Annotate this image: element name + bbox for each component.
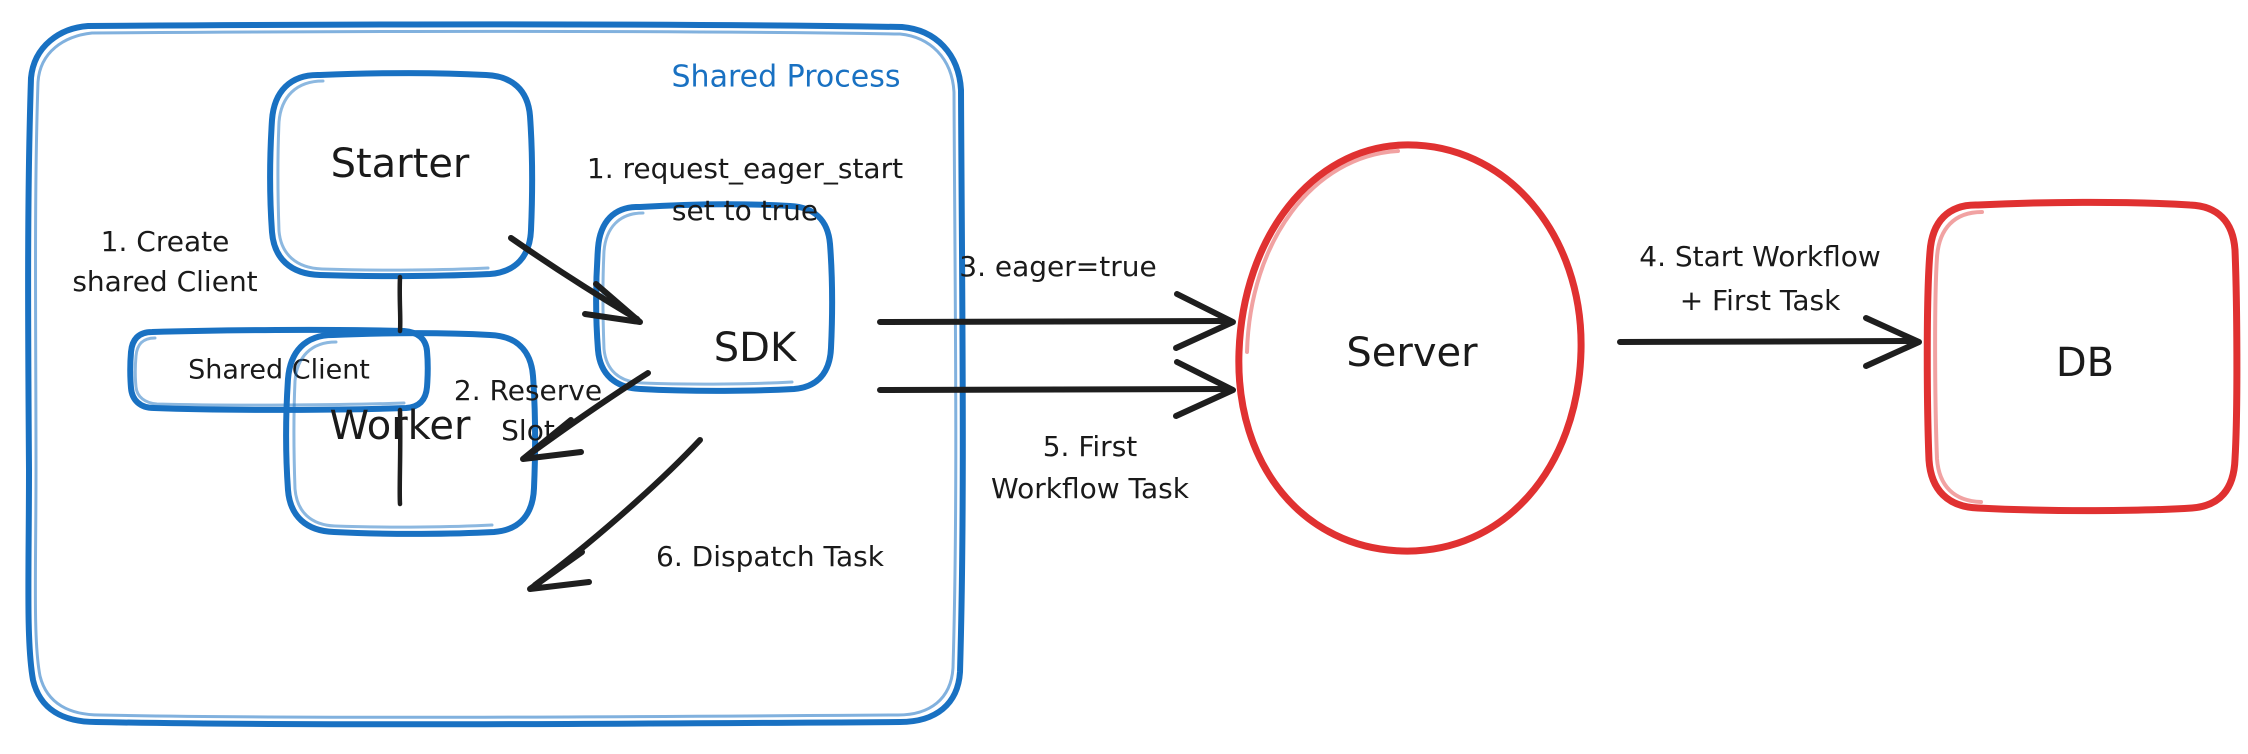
db-label: DB — [2056, 340, 2114, 386]
label-line-2: shared Client — [72, 265, 257, 298]
shared-process-group: Shared Process — [25, 21, 966, 728]
worker-shape — [283, 330, 539, 537]
shared-process-border — [25, 21, 966, 728]
label-line-1: 1. request_eager_start — [587, 152, 903, 185]
label-line-2: Workflow Task — [991, 472, 1190, 505]
db-shape-accent — [1933, 210, 1984, 504]
arrow-head — [1173, 359, 1236, 419]
label-line-1: 4. Start Workflow — [1639, 240, 1881, 273]
arrow-shaft — [877, 318, 1229, 325]
label-line-2: Slot — [501, 414, 555, 447]
node-server[interactable]: Server — [1235, 141, 1585, 555]
arrow-sdk-to-server-task — [877, 359, 1236, 419]
arrow-head — [1173, 291, 1236, 351]
label-request-eager-start: 1. request_eager_start set to true — [587, 152, 903, 227]
label-reserve-slot: 2. Reserve Slot — [454, 374, 602, 447]
sdk-label: SDK — [714, 325, 798, 371]
node-shared-client[interactable]: Shared Client — [127, 326, 431, 413]
arrow-sdk-to-worker-dispatch — [527, 437, 703, 592]
shared-client-shape-accent — [133, 336, 406, 407]
label-line-1: 1. Create — [101, 225, 230, 258]
label-start-workflow: 4. Start Workflow + First Task — [1639, 240, 1881, 317]
shared-process-border-inner — [33, 29, 958, 719]
db-shape — [1923, 198, 2241, 515]
worker-shape-accent — [292, 340, 494, 529]
connector-shared-client-to-worker — [397, 407, 403, 507]
arrow-sdk-to-worker-reserve — [520, 370, 651, 462]
arrow-head — [520, 417, 584, 462]
connector-starter-to-shared-client — [397, 274, 403, 334]
arrow-shaft — [877, 386, 1229, 393]
label-line-2: set to true — [672, 194, 818, 227]
starter-shape — [267, 70, 536, 280]
label-create-shared-client: 1. Create shared Client — [72, 225, 257, 298]
label-line-1: 2. Reserve — [454, 374, 602, 407]
sdk-shape-accent — [601, 211, 794, 386]
server-shape-accent — [1245, 149, 1400, 354]
arrow-shaft — [1617, 338, 1915, 345]
label-line-1: 3. eager=true — [959, 250, 1156, 283]
arrow-server-to-db — [1617, 315, 1922, 369]
label-line-1: 5. First — [1043, 430, 1138, 463]
label-dispatch-task: 6. Dispatch Task — [656, 540, 885, 573]
arrow-starter-to-sdk — [508, 235, 643, 325]
arrow-sdk-to-server-eager — [877, 291, 1236, 351]
node-sdk[interactable]: SDK — [593, 201, 836, 394]
label-line-2: + First Task — [1680, 284, 1841, 317]
starter-label: Starter — [331, 141, 470, 187]
arrow-head — [1863, 315, 1922, 369]
node-starter[interactable]: Starter — [267, 70, 536, 280]
server-label: Server — [1346, 330, 1478, 376]
starter-shape-accent — [276, 79, 490, 272]
label-line-1: 6. Dispatch Task — [656, 540, 885, 573]
server-shape — [1235, 141, 1585, 555]
node-db[interactable]: DB — [1923, 198, 2241, 515]
shared-client-label: Shared Client — [188, 355, 370, 386]
shared-process-label: Shared Process — [672, 60, 901, 95]
arrow-head — [527, 549, 592, 592]
arrow-head — [582, 281, 643, 325]
label-eager-true: 3. eager=true — [959, 250, 1156, 283]
label-first-workflow-task: 5. First Workflow Task — [991, 430, 1190, 505]
